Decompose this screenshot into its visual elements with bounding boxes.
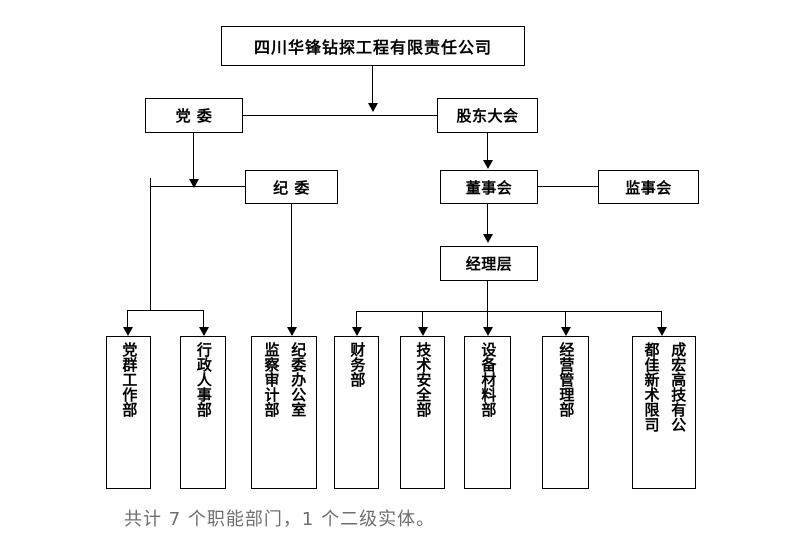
connector-board-supervisors bbox=[538, 186, 598, 188]
node-label-col: 经营管理部 bbox=[557, 342, 576, 417]
connector-dept6-drop bbox=[487, 311, 489, 332]
connector-dept5-drop bbox=[422, 311, 424, 332]
connector-board-management bbox=[487, 204, 489, 237]
node-label: 股东大会 bbox=[456, 107, 519, 125]
node-company-title[interactable]: 四川华锋钻探工程有限责任公司 bbox=[221, 26, 525, 66]
node-label-col: 技术安全部 bbox=[414, 342, 433, 417]
connector-discipline-down bbox=[291, 204, 293, 332]
connector-management-down bbox=[487, 281, 489, 312]
node-label: 经理层 bbox=[465, 255, 513, 273]
connector-dept1-drop bbox=[127, 310, 129, 332]
node-label-col: 监察审计部 bbox=[262, 342, 281, 417]
arrowhead-dept2 bbox=[199, 327, 209, 336]
node-equipment-materials-dept[interactable]: 设备材料部 bbox=[464, 336, 511, 489]
arrowhead-discipline-down bbox=[287, 327, 297, 336]
arrowhead-dept4 bbox=[352, 327, 362, 336]
node-party-committee[interactable]: 党 委 bbox=[145, 98, 243, 133]
connector-title-down bbox=[372, 66, 374, 105]
chart-caption: 共计 7 个职能部门，1 个二级实体。 bbox=[124, 509, 436, 530]
connector-party-left-riser bbox=[150, 178, 152, 311]
node-label-col: 党群工作部 bbox=[120, 342, 139, 417]
connector-party-shareholders bbox=[243, 115, 437, 117]
connector-right-dept-bus bbox=[356, 311, 662, 313]
node-label: 四川华锋钻探工程有限责任公司 bbox=[253, 38, 492, 57]
node-chengdu-hongjia-subsidiary[interactable]: 都佳新术限司 成宏高技有公 bbox=[632, 336, 696, 489]
node-management-layer[interactable]: 经理层 bbox=[440, 246, 538, 281]
node-discipline-committee[interactable]: 纪 委 bbox=[245, 170, 338, 204]
connector-dept2-drop bbox=[203, 310, 205, 332]
node-technology-safety-dept[interactable]: 技术安全部 bbox=[400, 336, 445, 489]
node-operations-management-dept[interactable]: 经营管理部 bbox=[542, 336, 589, 489]
connector-dept8-drop bbox=[661, 311, 663, 332]
node-label: 纪 委 bbox=[273, 178, 310, 197]
node-label: 党 委 bbox=[175, 107, 213, 125]
node-party-mass-work-dept[interactable]: 党群工作部 bbox=[106, 336, 151, 489]
arrowhead-dept8 bbox=[657, 327, 667, 336]
node-label-col: 财务部 bbox=[348, 342, 367, 387]
node-label: 监事会 bbox=[625, 178, 672, 197]
arrowhead-dept6 bbox=[483, 327, 493, 336]
node-shareholders-meeting[interactable]: 股东大会 bbox=[437, 98, 538, 133]
connector-dept7-drop bbox=[565, 311, 567, 332]
arrowhead-party-down bbox=[189, 179, 199, 188]
node-label-col: 纪委办公室 bbox=[289, 342, 308, 417]
node-board-of-directors[interactable]: 董事会 bbox=[440, 170, 538, 204]
arrowhead-dept7 bbox=[561, 327, 571, 336]
arrowhead-board-management bbox=[483, 234, 493, 243]
node-label: 董事会 bbox=[465, 178, 513, 197]
node-label-col: 设备材料部 bbox=[479, 342, 498, 417]
arrowhead-dept5 bbox=[418, 327, 428, 336]
connector-left-dept-bus bbox=[127, 310, 204, 312]
connector-dept4-drop bbox=[356, 311, 358, 332]
node-label-col: 都佳新术限司 bbox=[642, 342, 661, 432]
node-label-col: 成宏高技有公 bbox=[669, 342, 688, 432]
arrowhead-title-down bbox=[368, 103, 378, 112]
arrowhead-shareholders-board bbox=[483, 160, 493, 169]
arrowhead-dept1 bbox=[123, 327, 133, 336]
node-label-col: 行政人事部 bbox=[194, 342, 213, 417]
connector-party-down bbox=[193, 133, 195, 184]
connector-shareholders-board bbox=[487, 133, 489, 165]
node-administration-hr-dept[interactable]: 行政人事部 bbox=[180, 336, 226, 489]
node-discipline-audit-office[interactable]: 监察审计部 纪委办公室 bbox=[251, 336, 317, 489]
node-finance-dept[interactable]: 财务部 bbox=[334, 336, 379, 489]
node-board-of-supervisors[interactable]: 监事会 bbox=[598, 170, 699, 204]
